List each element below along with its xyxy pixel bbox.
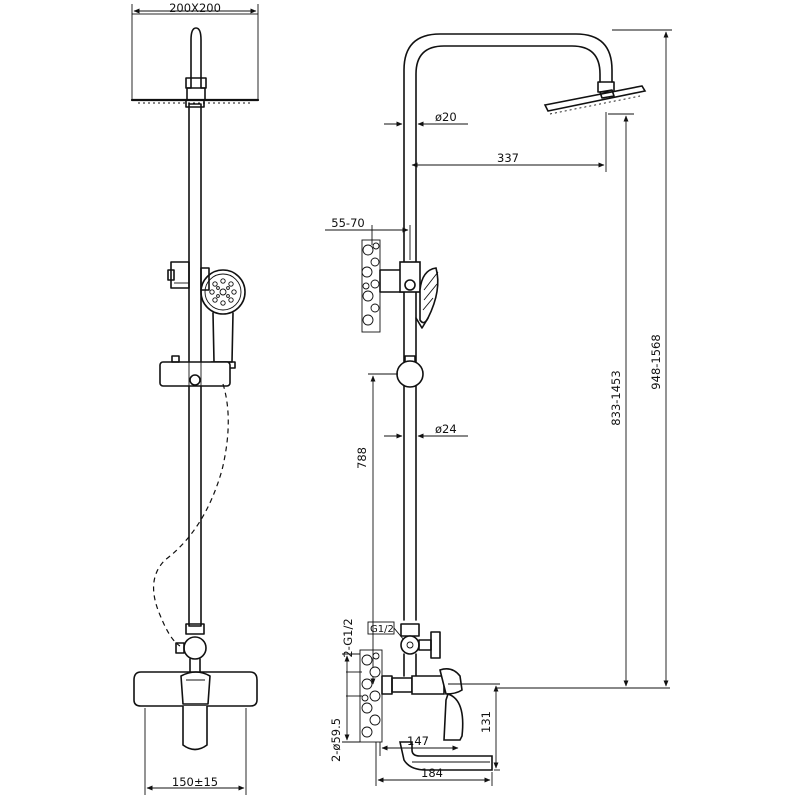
front-view: 200X200	[130, 1, 260, 795]
front-slider	[159, 355, 231, 387]
front-hand-shower	[200, 269, 246, 369]
thread-label: G1/2	[370, 624, 394, 635]
front-hose	[153, 383, 229, 647]
side-riser-arm	[403, 33, 615, 621]
front-mixer	[133, 671, 258, 751]
total-height-label: 948-1568	[649, 334, 663, 389]
head-size-label: 200X200	[169, 1, 221, 15]
spout-reach-label: 147	[407, 734, 429, 748]
dim-inlet-thread: 2-G1/2	[341, 618, 362, 697]
spout-height-label: 131	[479, 711, 493, 733]
front-shower-head	[130, 13, 260, 104]
side-slider	[396, 355, 424, 388]
wall-bracket-label: 55-70	[331, 216, 364, 230]
adjustable-height-label: 833-1453	[609, 370, 623, 425]
inlet-spacing-label: 150±15	[172, 775, 218, 789]
arm-reach-label: 337	[497, 151, 519, 165]
dim-arm-diameter: ø20	[384, 110, 468, 127]
dim-wall-bracket: 55-70	[325, 216, 411, 260]
dim-spout-height: 131	[448, 683, 500, 771]
side-rain-head	[543, 85, 647, 115]
total-depth-label: 184	[421, 766, 443, 780]
front-handshower-holder	[167, 261, 210, 291]
dim-inlet-spacing: 150±15	[144, 708, 247, 795]
dim-spout-reach: 147	[379, 734, 459, 756]
rail-height-label: 788	[355, 447, 369, 469]
rail-diameter-label: ø24	[435, 422, 457, 436]
side-handshower	[379, 261, 439, 329]
inlet-thread-label: 2-G1/2	[341, 618, 355, 657]
side-mixer	[381, 668, 464, 741]
side-wall-lower	[359, 649, 383, 743]
dim-head-size: 200X200	[131, 1, 259, 15]
side-spout	[399, 741, 493, 771]
dim-rail-diameter: ø24	[384, 422, 468, 439]
flange-diameter-label: 2-ø59.5	[329, 718, 343, 762]
dim-adjustable-height: 833-1453	[496, 113, 670, 689]
dim-total-depth: 184	[375, 742, 493, 786]
arm-diameter-label: ø20	[435, 110, 457, 124]
thread-callout: G1/2	[367, 621, 405, 641]
side-diverter	[400, 623, 441, 677]
front-connector	[175, 623, 207, 673]
dim-flange-diameter: 2-ø59.5	[329, 653, 360, 762]
dim-arm-reach: 337	[411, 112, 607, 172]
side-wall-upper	[361, 239, 381, 333]
dim-total-height: 948-1568	[612, 29, 672, 687]
dim-rail-height: 788	[355, 373, 398, 685]
side-view: ø20 337 55-70	[325, 29, 672, 786]
